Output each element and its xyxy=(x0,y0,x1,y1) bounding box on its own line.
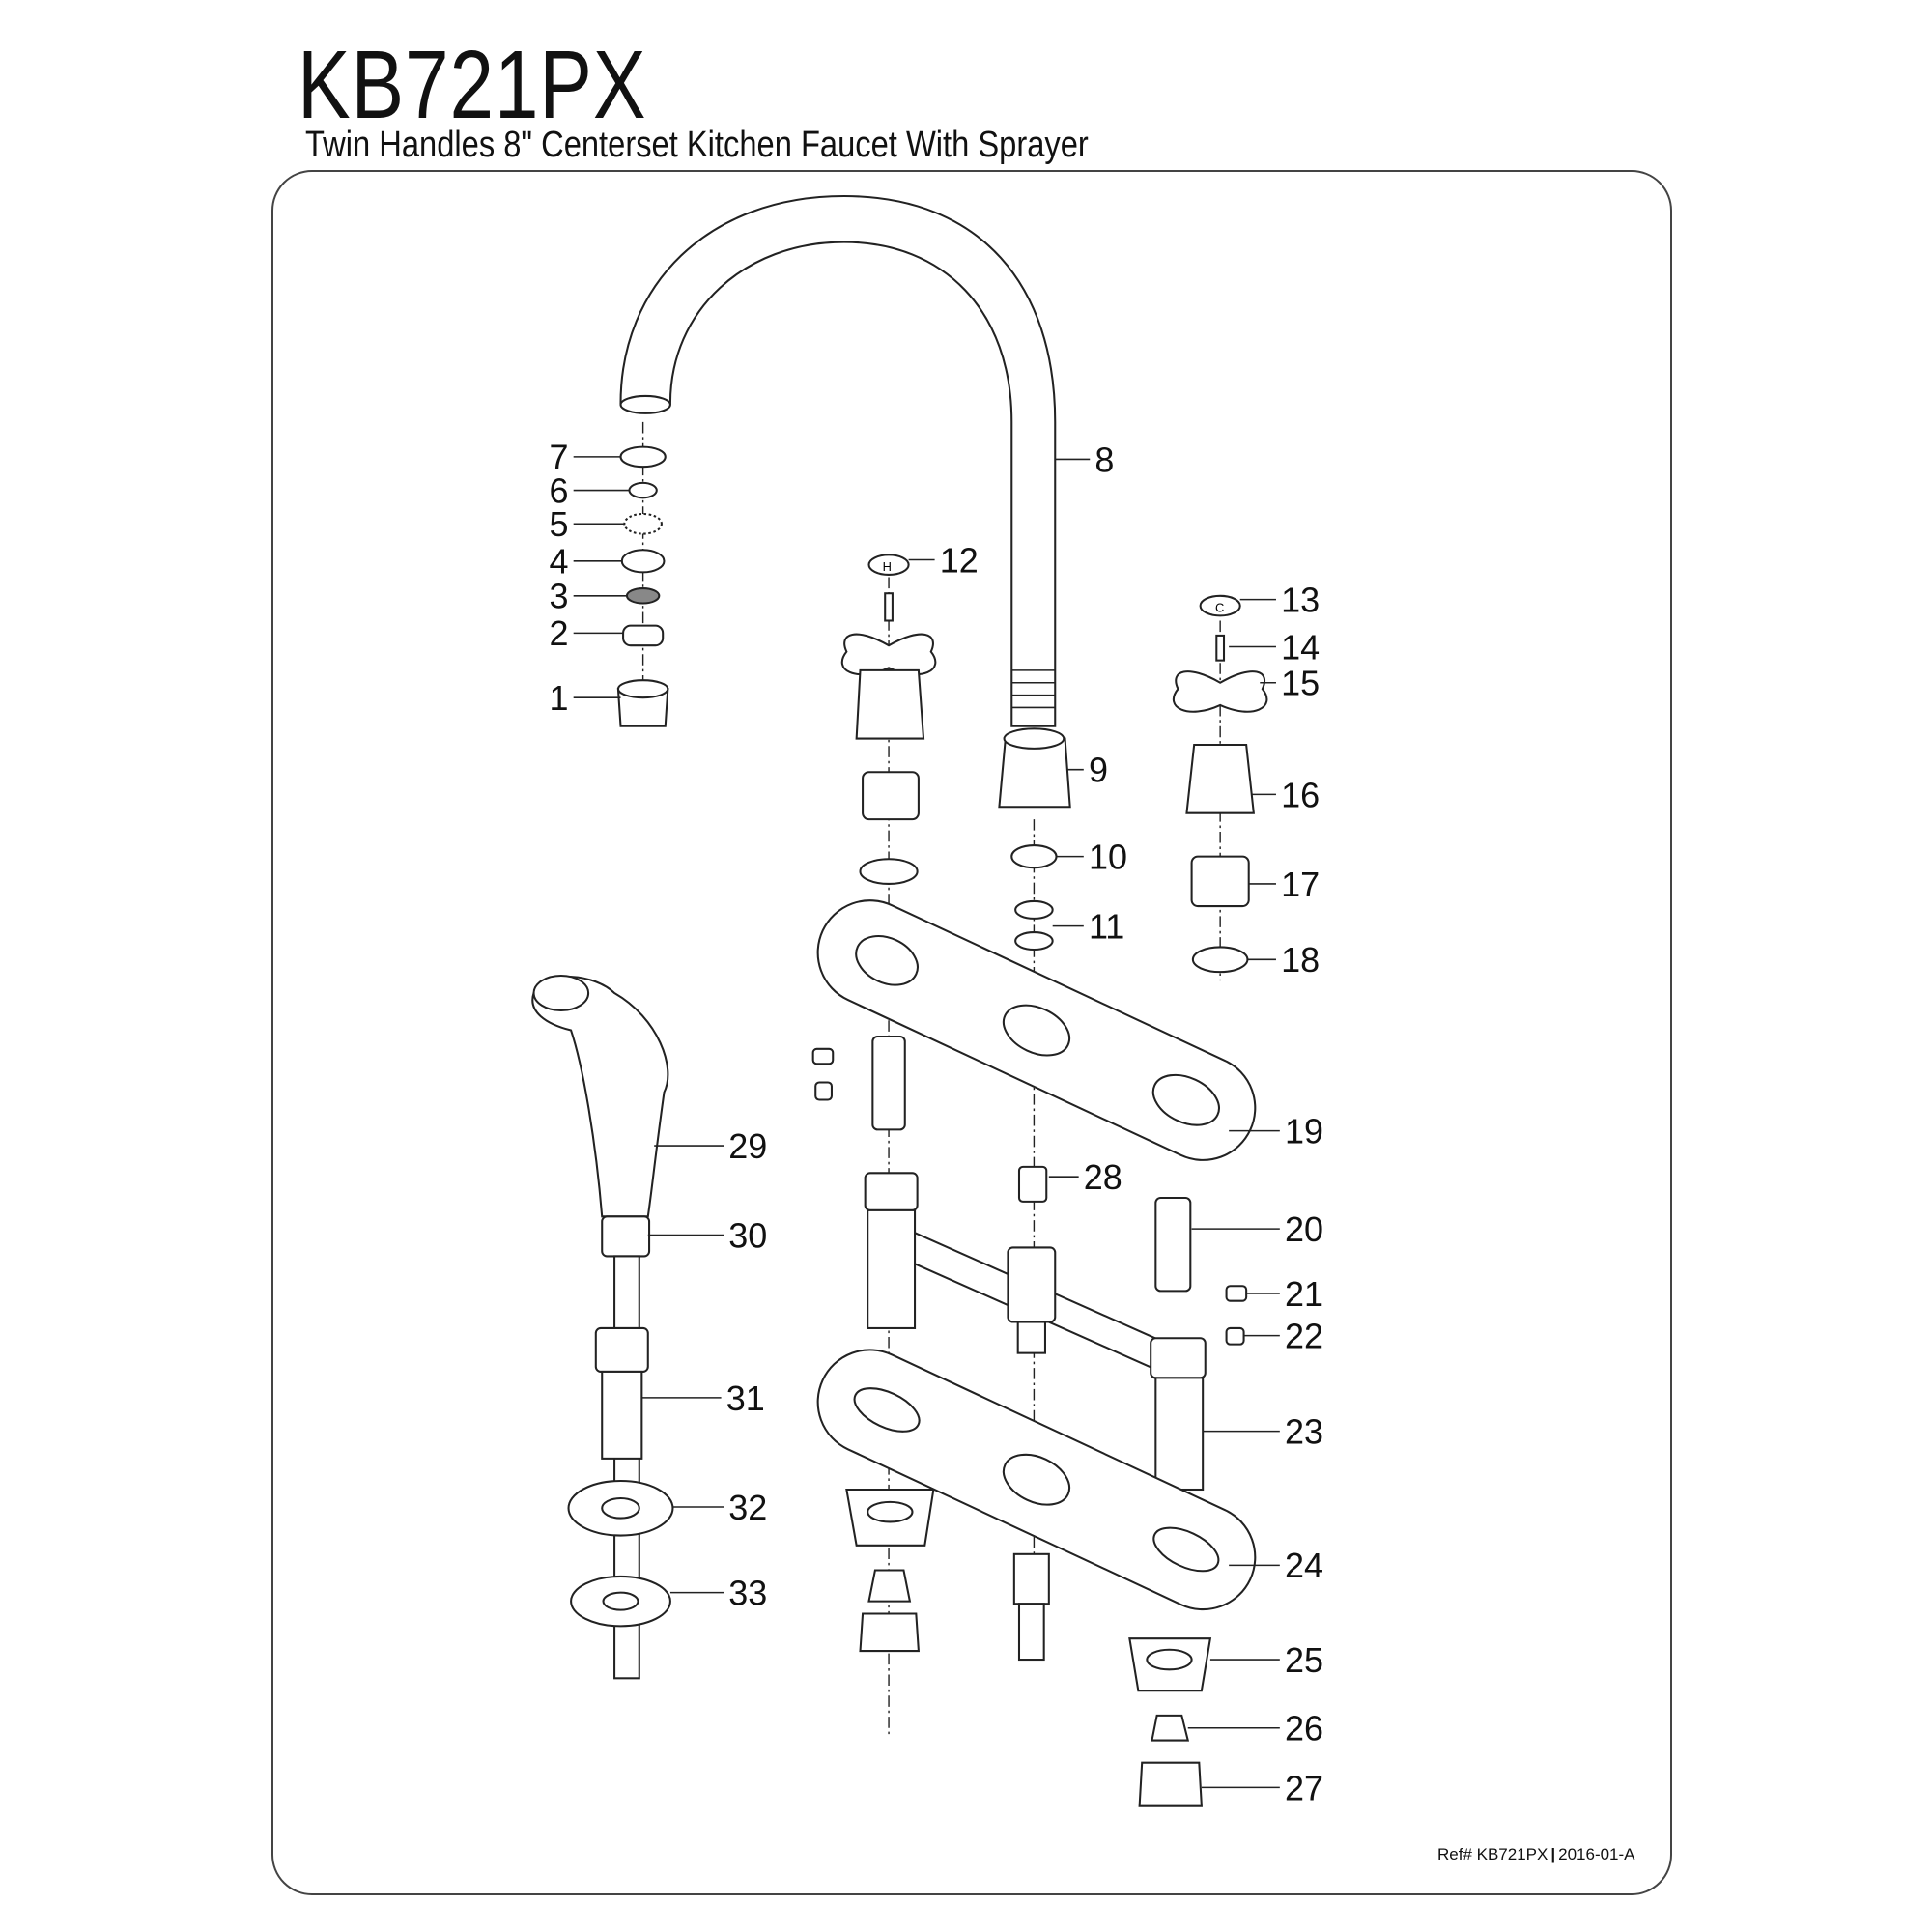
callout-9: 9 xyxy=(1067,751,1108,790)
callout-32: 32 xyxy=(672,1488,767,1527)
callout-number: 19 xyxy=(1285,1111,1323,1151)
callout-number: 7 xyxy=(550,438,569,477)
callout-14: 14 xyxy=(1229,627,1320,667)
callout-22: 22 xyxy=(1243,1317,1323,1356)
callout-6: 6 xyxy=(550,470,630,510)
callout-21: 21 xyxy=(1246,1274,1323,1314)
callout-1: 1 xyxy=(550,678,621,718)
deck-plate xyxy=(816,899,1257,1161)
callout-number: 14 xyxy=(1281,627,1320,667)
diagram-frame xyxy=(271,170,1672,1895)
callout-number: 4 xyxy=(550,542,569,582)
aerator-parts xyxy=(616,421,669,727)
callout-number: 28 xyxy=(1084,1157,1122,1197)
callout-number: 1 xyxy=(550,678,569,718)
callout-28: 28 xyxy=(1048,1157,1122,1197)
model-title: KB721PX xyxy=(298,31,647,139)
callout-number: 20 xyxy=(1285,1209,1323,1249)
base-gasket xyxy=(816,1349,1257,1611)
callout-7: 7 xyxy=(550,438,621,477)
ref-separator: | xyxy=(1550,1845,1556,1863)
callout-4: 4 xyxy=(550,542,622,582)
callout-16: 16 xyxy=(1251,775,1320,814)
callout-number: 24 xyxy=(1285,1546,1323,1585)
callout-26: 26 xyxy=(1187,1709,1323,1748)
callout-33: 33 xyxy=(669,1574,767,1613)
callout-number: 31 xyxy=(726,1378,765,1418)
callout-number: 13 xyxy=(1281,581,1320,620)
mounting-hardware xyxy=(845,1488,1212,1807)
hot-cap-letter: H xyxy=(883,559,892,574)
callout-number: 11 xyxy=(1089,906,1124,946)
callout-number: 15 xyxy=(1281,664,1320,703)
callout-number: 23 xyxy=(1285,1411,1323,1451)
callout-31: 31 xyxy=(641,1378,765,1418)
callout-24: 24 xyxy=(1229,1546,1323,1585)
callout-13: 13 xyxy=(1239,581,1320,620)
callout-19: 19 xyxy=(1229,1111,1323,1151)
spout-tip xyxy=(619,394,671,414)
callout-number: 10 xyxy=(1089,838,1127,877)
callout-number: 12 xyxy=(940,540,979,580)
callout-number: 8 xyxy=(1094,440,1114,479)
callout-27: 27 xyxy=(1201,1768,1323,1807)
callout-number: 22 xyxy=(1285,1317,1323,1356)
revision: 2016-01-A xyxy=(1558,1845,1635,1863)
callout-number: 18 xyxy=(1281,940,1320,980)
callout-23: 23 xyxy=(1203,1411,1323,1451)
callout-number: 27 xyxy=(1285,1768,1323,1807)
cold-handle-assembly: C xyxy=(1154,594,1268,1346)
callout-12: 12 xyxy=(908,540,979,580)
callout-number: 2 xyxy=(550,613,569,653)
callout-number: 5 xyxy=(550,504,569,544)
callout-number: 17 xyxy=(1281,865,1320,904)
callout-17: 17 xyxy=(1248,865,1320,904)
callout-20: 20 xyxy=(1191,1209,1323,1249)
reference-footer: Ref# KB721PX|2016-01-A xyxy=(1437,1845,1635,1864)
callout-number: 3 xyxy=(550,577,569,616)
callout-3: 3 xyxy=(550,577,627,616)
callout-number: 25 xyxy=(1285,1640,1323,1680)
callout-10: 10 xyxy=(1056,838,1127,877)
callout-25: 25 xyxy=(1209,1640,1323,1680)
hot-handle-assembly: H xyxy=(811,554,937,1738)
cold-cap-letter: C xyxy=(1215,601,1224,615)
callout-number: 16 xyxy=(1281,775,1320,814)
callout-number: 30 xyxy=(728,1215,767,1255)
callout-number: 32 xyxy=(728,1488,767,1527)
product-subtitle: Twin Handles 8" Centerset Kitchen Faucet… xyxy=(305,125,1089,165)
callout-29: 29 xyxy=(654,1126,767,1166)
spout-thread xyxy=(1011,669,1056,709)
callout-5: 5 xyxy=(550,504,625,544)
side-sprayer xyxy=(531,974,674,1680)
callout-number: 6 xyxy=(550,470,569,510)
spout xyxy=(619,195,1057,727)
callout-number: 26 xyxy=(1285,1709,1323,1748)
callout-8: 8 xyxy=(1055,440,1114,479)
callout-number: 29 xyxy=(728,1126,767,1166)
callout-number: 9 xyxy=(1089,751,1108,790)
callout-2: 2 xyxy=(550,613,624,653)
callout-number: 21 xyxy=(1285,1274,1323,1314)
ref-number: Ref# KB721PX xyxy=(1437,1845,1548,1863)
callout-30: 30 xyxy=(647,1215,767,1255)
callout-11: 11 xyxy=(1052,906,1124,946)
callout-15: 15 xyxy=(1260,664,1320,703)
callout-number: 33 xyxy=(728,1574,767,1613)
callout-18: 18 xyxy=(1247,940,1320,980)
valve-body xyxy=(864,1172,1207,1492)
